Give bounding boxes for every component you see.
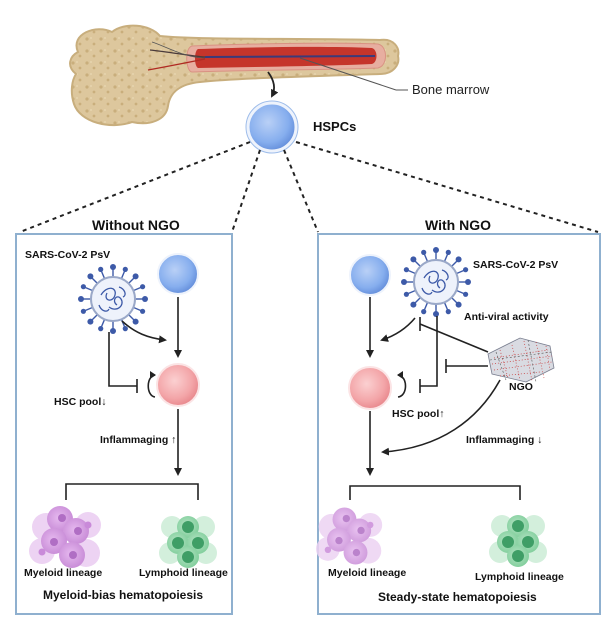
right-myeloid-cluster — [315, 507, 383, 565]
right-hsc-pool-up-arrow: ↑ — [439, 408, 445, 420]
ngo-sheet-icon — [487, 337, 555, 383]
right-myeloid-label: Myeloid lineage — [328, 567, 407, 579]
left-hsc-cell — [156, 363, 200, 407]
right-lymphoid-cluster — [489, 515, 547, 567]
right-hspc-cell — [349, 254, 391, 296]
right-hsc-pool-label: HSC pool↑ — [392, 408, 445, 420]
left-virus-label: SARS-CoV-2 PsV — [25, 249, 111, 261]
left-hsc-pool-label: HSC pool↓ — [54, 396, 107, 408]
hspc-cell — [245, 100, 299, 154]
bone-illustration — [69, 24, 408, 127]
right-inflammaging-label: Inflammaging ↓ — [466, 434, 543, 446]
right-panel-title: With NGO — [425, 217, 491, 233]
connector-lines — [19, 141, 599, 233]
left-inflammaging-label: Inflammaging ↑ — [100, 434, 177, 446]
left-panel — [15, 233, 233, 615]
left-hsc-pool-text: HSC pool — [54, 396, 102, 408]
right-hsc-cell — [348, 366, 392, 410]
right-panel — [317, 233, 601, 615]
left-panel-footer: Myeloid-bias hematopoiesis — [43, 588, 204, 602]
left-lymphoid-cluster — [159, 516, 217, 568]
right-arrows — [349, 297, 521, 500]
right-lymphoid-label: Lymphoid lineage — [475, 571, 564, 583]
left-hspc-cell — [157, 253, 199, 295]
left-lymphoid-label: Lymphoid lineage — [139, 567, 228, 579]
left-myeloid-label: Myeloid lineage — [24, 567, 103, 579]
right-virus-label: SARS-CoV-2 PsV — [473, 259, 559, 271]
left-arrows — [65, 297, 199, 500]
right-virus-icon — [400, 246, 472, 318]
bone-marrow-label: Bone marrow — [412, 82, 490, 97]
right-panel-footer: Steady-state hematopoiesis — [378, 590, 537, 604]
left-myeloid-cluster — [29, 506, 101, 568]
ngo-label: NGO — [509, 381, 533, 393]
anti-viral-label: Anti-viral activity — [464, 311, 549, 323]
left-virus-icon — [77, 263, 149, 335]
right-hsc-pool-text: HSC pool — [392, 408, 440, 420]
left-panel-title: Without NGO — [92, 217, 180, 233]
hspcs-label: HSPCs — [313, 119, 356, 134]
left-hsc-pool-down-arrow: ↓ — [101, 396, 107, 408]
